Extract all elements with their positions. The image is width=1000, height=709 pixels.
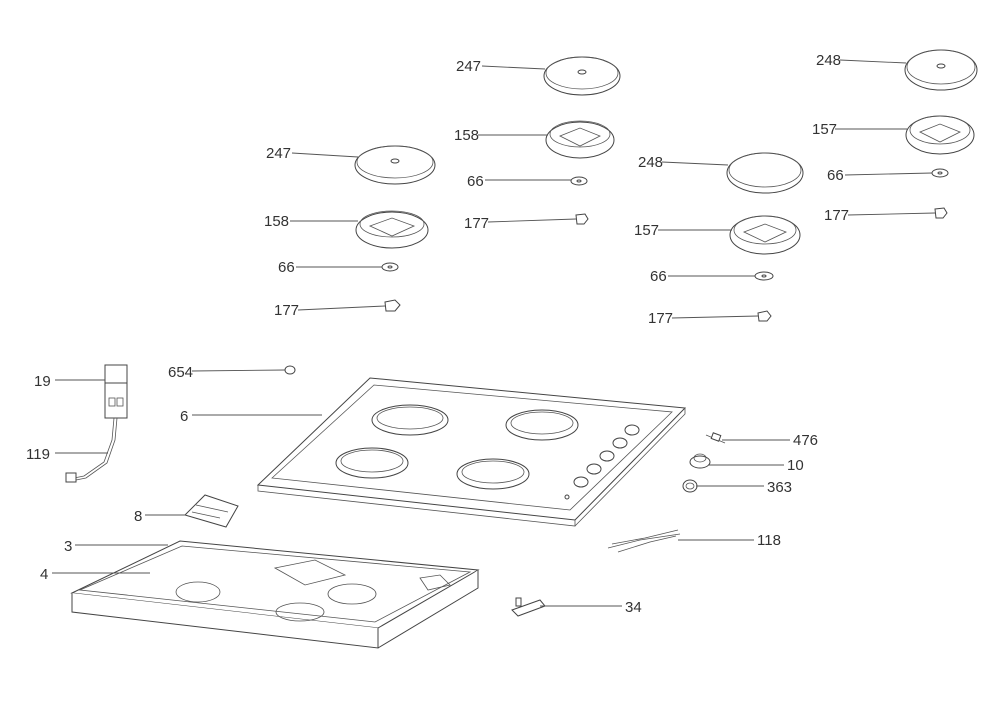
callout-248: 248 (638, 154, 663, 171)
callout-247: 247 (266, 145, 291, 162)
nut-177-right (934, 207, 948, 219)
callout-3: 3 (64, 538, 72, 555)
callout-34: 34 (625, 599, 642, 616)
callout-247: 247 (456, 58, 481, 75)
callout-66: 66 (827, 167, 844, 184)
washer-66-center (570, 176, 588, 186)
nut-177-center (575, 213, 589, 225)
callout-654: 654 (168, 364, 193, 381)
washer-66-center-right (754, 271, 774, 281)
callout-363: 363 (767, 479, 792, 496)
burner-head-157-right (905, 115, 975, 155)
nut-177-center-right (757, 310, 772, 322)
callout-248: 248 (816, 52, 841, 69)
bracket-8 (184, 494, 239, 528)
power-cable-119 (65, 417, 118, 483)
burner-head-158-left (355, 210, 429, 249)
burner-head-158-center (545, 120, 615, 159)
callout-4: 4 (40, 566, 48, 583)
burner-cap-247-center (543, 56, 621, 96)
callout-118: 118 (757, 532, 781, 549)
callout-8: 8 (134, 508, 142, 525)
callout-labels: 247 158 66 177 247 158 66 177 248 157 66… (26, 52, 849, 616)
callout-19: 19 (34, 373, 51, 390)
base-tray-3-4 (70, 540, 480, 649)
spring-363 (682, 479, 698, 493)
callout-10: 10 (787, 457, 804, 474)
wiring-harness-118 (607, 529, 681, 553)
hob-top-plate-6 (256, 377, 687, 527)
knob-10 (689, 453, 711, 469)
leader-lines (52, 59, 936, 607)
screw-654 (284, 365, 296, 375)
callout-177: 177 (464, 215, 489, 232)
burner-cap-248-center (726, 152, 804, 194)
callout-66: 66 (650, 268, 667, 285)
burner-cap-247-left (354, 145, 436, 185)
thermocouple-476 (705, 432, 726, 444)
burner-cap-248-right (904, 49, 978, 91)
callout-158: 158 (264, 213, 289, 230)
callout-177: 177 (648, 310, 673, 327)
callout-119: 119 (26, 446, 50, 463)
callout-476: 476 (793, 432, 818, 449)
washer-66-left (381, 262, 399, 272)
burner-head-157-center (729, 215, 801, 255)
junction-box-19 (104, 364, 128, 419)
washer-66-right (931, 168, 949, 178)
callout-6: 6 (180, 408, 188, 425)
callout-177: 177 (824, 207, 849, 224)
callout-157: 157 (812, 121, 837, 138)
ignition-switch-34 (511, 597, 546, 617)
callout-177: 177 (274, 302, 299, 319)
nut-177-left (384, 299, 401, 312)
callout-66: 66 (467, 173, 484, 190)
callout-66: 66 (278, 259, 295, 276)
callout-157: 157 (634, 222, 659, 239)
callout-158: 158 (454, 127, 479, 144)
